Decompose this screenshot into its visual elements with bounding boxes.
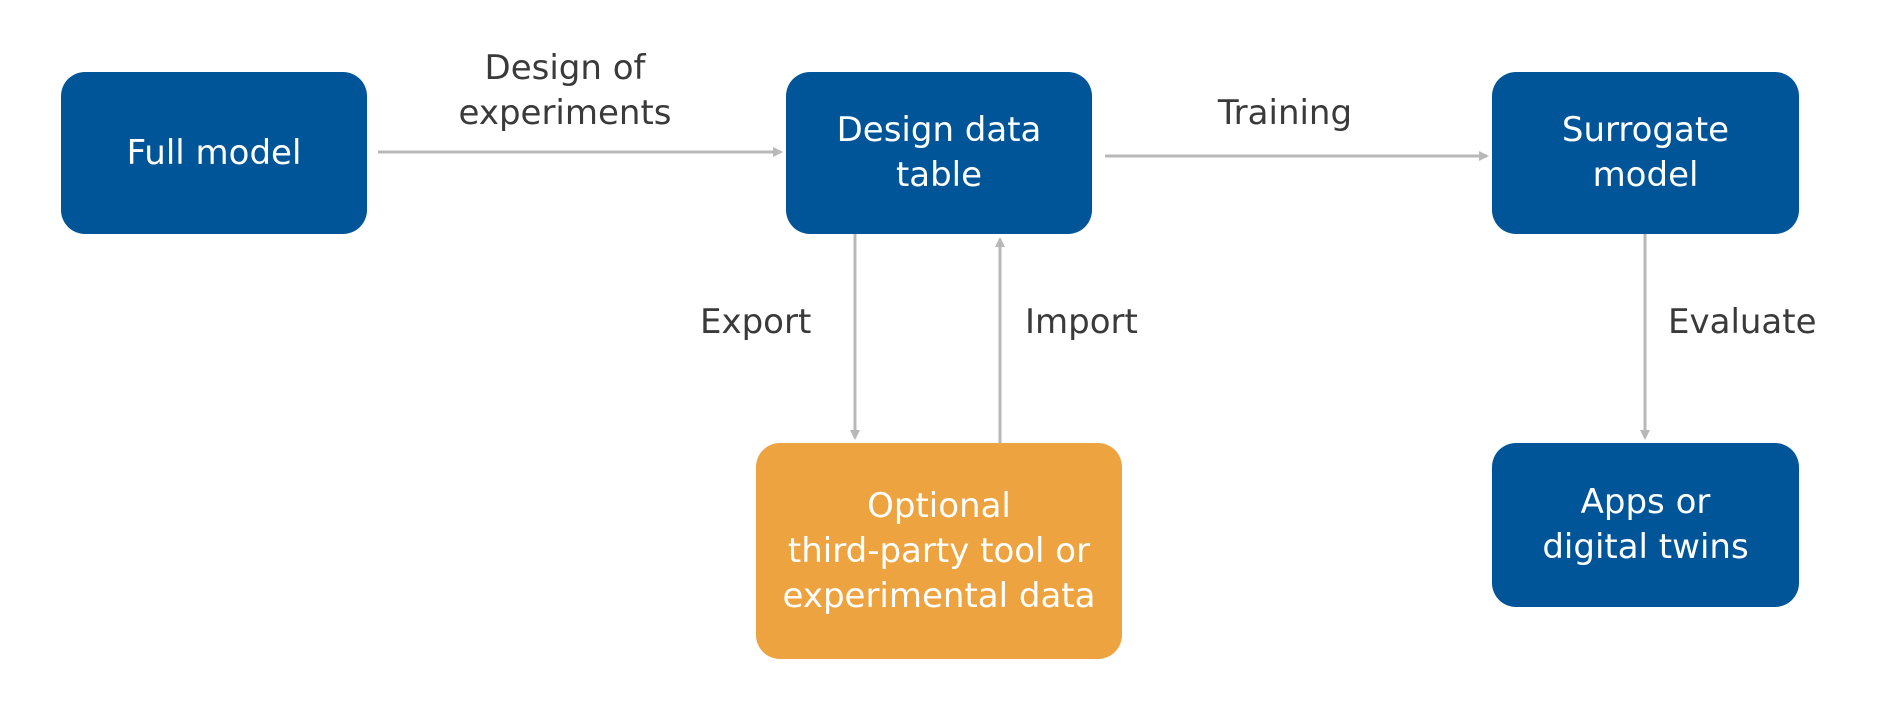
- node-full-model: Full model: [61, 72, 367, 234]
- node-design-data-table: Design data table: [786, 72, 1092, 234]
- label-import: Import: [1025, 302, 1138, 342]
- node-surrogate-model: Surrogate model: [1492, 72, 1799, 234]
- label-training: Training: [1217, 93, 1353, 133]
- label-design-of-experiments: Design of experiments: [458, 48, 672, 133]
- label-export: Export: [700, 302, 812, 342]
- node-optional-third-party: Optional third-party tool or experimenta…: [756, 443, 1122, 659]
- label-evaluate: Evaluate: [1668, 302, 1817, 342]
- node-apps-or-digital-twins: Apps or digital twins: [1492, 443, 1799, 607]
